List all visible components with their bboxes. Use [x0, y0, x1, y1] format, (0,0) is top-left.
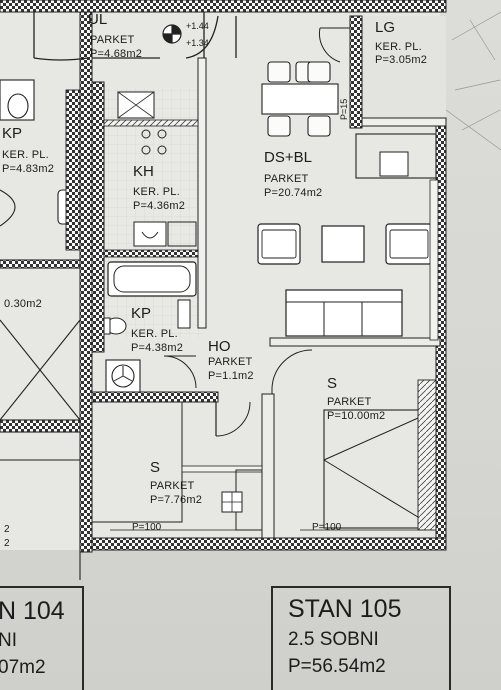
margin-sketch: [445, 11, 501, 151]
bath-shaft-wall: [91, 81, 105, 353]
kitchen-counter-edge: [103, 119, 199, 127]
living-cabinet: [355, 133, 437, 179]
room-ds-bl-name: DS+BL: [264, 149, 312, 166]
room-s-left-floor: PARKET: [150, 480, 195, 492]
room-ho-area: P=1.1m2: [208, 370, 254, 382]
room-lg-name: LG: [375, 19, 396, 36]
room-s-right-floor: PARKET: [327, 396, 372, 408]
room-s-right-area: P=10.00m2: [327, 410, 386, 422]
room-kp-floor: KER. PL.: [131, 328, 178, 340]
room-lg-floor: KER. PL.: [375, 41, 422, 53]
kitchen-bath-wall: [103, 249, 199, 258]
level-marker: [162, 24, 182, 44]
sill-p15: P=15: [339, 98, 349, 120]
stan-104-area: 07m2: [0, 657, 46, 678]
room-lg-area: P=3.05m2: [375, 54, 428, 66]
party-wall: [79, 11, 93, 553]
neighbour-fragment-1: 2: [4, 524, 10, 535]
stan-105-title: STAN 105: [288, 595, 402, 623]
room-ul-floor: PARKET: [90, 34, 135, 46]
bathroom-door: [163, 355, 197, 389]
bath-lower-wall: [91, 391, 219, 403]
room-ho-floor: PARKET: [208, 356, 253, 368]
room-kp-name: KP: [131, 305, 152, 322]
room-s-left-area: P=7.76m2: [150, 494, 203, 506]
room-kh-name: KH: [133, 163, 154, 180]
stan-104-rooms: NI: [0, 630, 17, 651]
level-plus: +1.44: [186, 21, 209, 31]
stan-105-area: P=56.54m2: [288, 656, 386, 677]
kitchen-basin: [133, 221, 167, 247]
dining-chairs: [267, 61, 331, 137]
neighbour-shaft: [65, 89, 81, 251]
sofa: [285, 289, 403, 337]
room-kh-floor: KER. PL.: [133, 186, 180, 198]
room-kh-area: P=4.36m2: [133, 200, 186, 212]
bedroom-divider-wall: [261, 393, 275, 539]
room-kp-left-area: P=4.83m2: [2, 163, 55, 175]
armchair-left: [257, 223, 301, 265]
stan-105-box: [271, 586, 451, 690]
room-ds-bl-area: P=20.74m2: [264, 187, 323, 199]
neighbour-fragment-2: 2: [4, 538, 10, 549]
bottom-wall: [79, 537, 447, 551]
sill-p100-left: P=100: [132, 522, 162, 533]
loggia-wall: [349, 15, 363, 129]
room-ul-name: UL: [88, 11, 108, 28]
kitchen-cabinet: [167, 221, 197, 247]
room-ds-bl-floor: PARKET: [264, 173, 309, 185]
room-kp-left-name: KP: [2, 125, 23, 142]
neighbour-room-area: 0.30m2: [4, 298, 42, 310]
stan-105-rooms: 2.5 SOBNI: [288, 629, 379, 650]
loggia-floor: [362, 16, 446, 124]
top-wall: [0, 0, 447, 13]
level-minus: +1.34: [186, 38, 209, 48]
room-kp-area: P=4.38m2: [131, 342, 184, 354]
loggia-door: [319, 27, 350, 63]
kitchen-corridor-wall: [197, 57, 207, 329]
room-s-right-name: S: [327, 375, 338, 392]
toilet-right-tank: [177, 299, 191, 329]
room-ul-area: P=4.68m2: [90, 48, 143, 60]
sink-cross: [117, 91, 155, 119]
hob: [141, 129, 167, 155]
room-ho-name: HO: [208, 338, 231, 355]
entrance-walls: [33, 12, 237, 61]
stan-104-title: N 104: [0, 597, 65, 625]
dining-table: [261, 83, 339, 115]
bathtub: [107, 261, 197, 297]
coffee-table: [321, 225, 365, 263]
stan-104-box: [0, 586, 84, 690]
room-s-left-name: S: [150, 459, 161, 476]
sill-p100-right: P=100: [312, 522, 342, 533]
right-bedroom-shelf: [417, 379, 437, 531]
left-bedroom-bed: [91, 401, 183, 523]
living-bedroom-wall: [269, 337, 441, 347]
room-kp-left-floor: KER. PL.: [2, 149, 49, 161]
